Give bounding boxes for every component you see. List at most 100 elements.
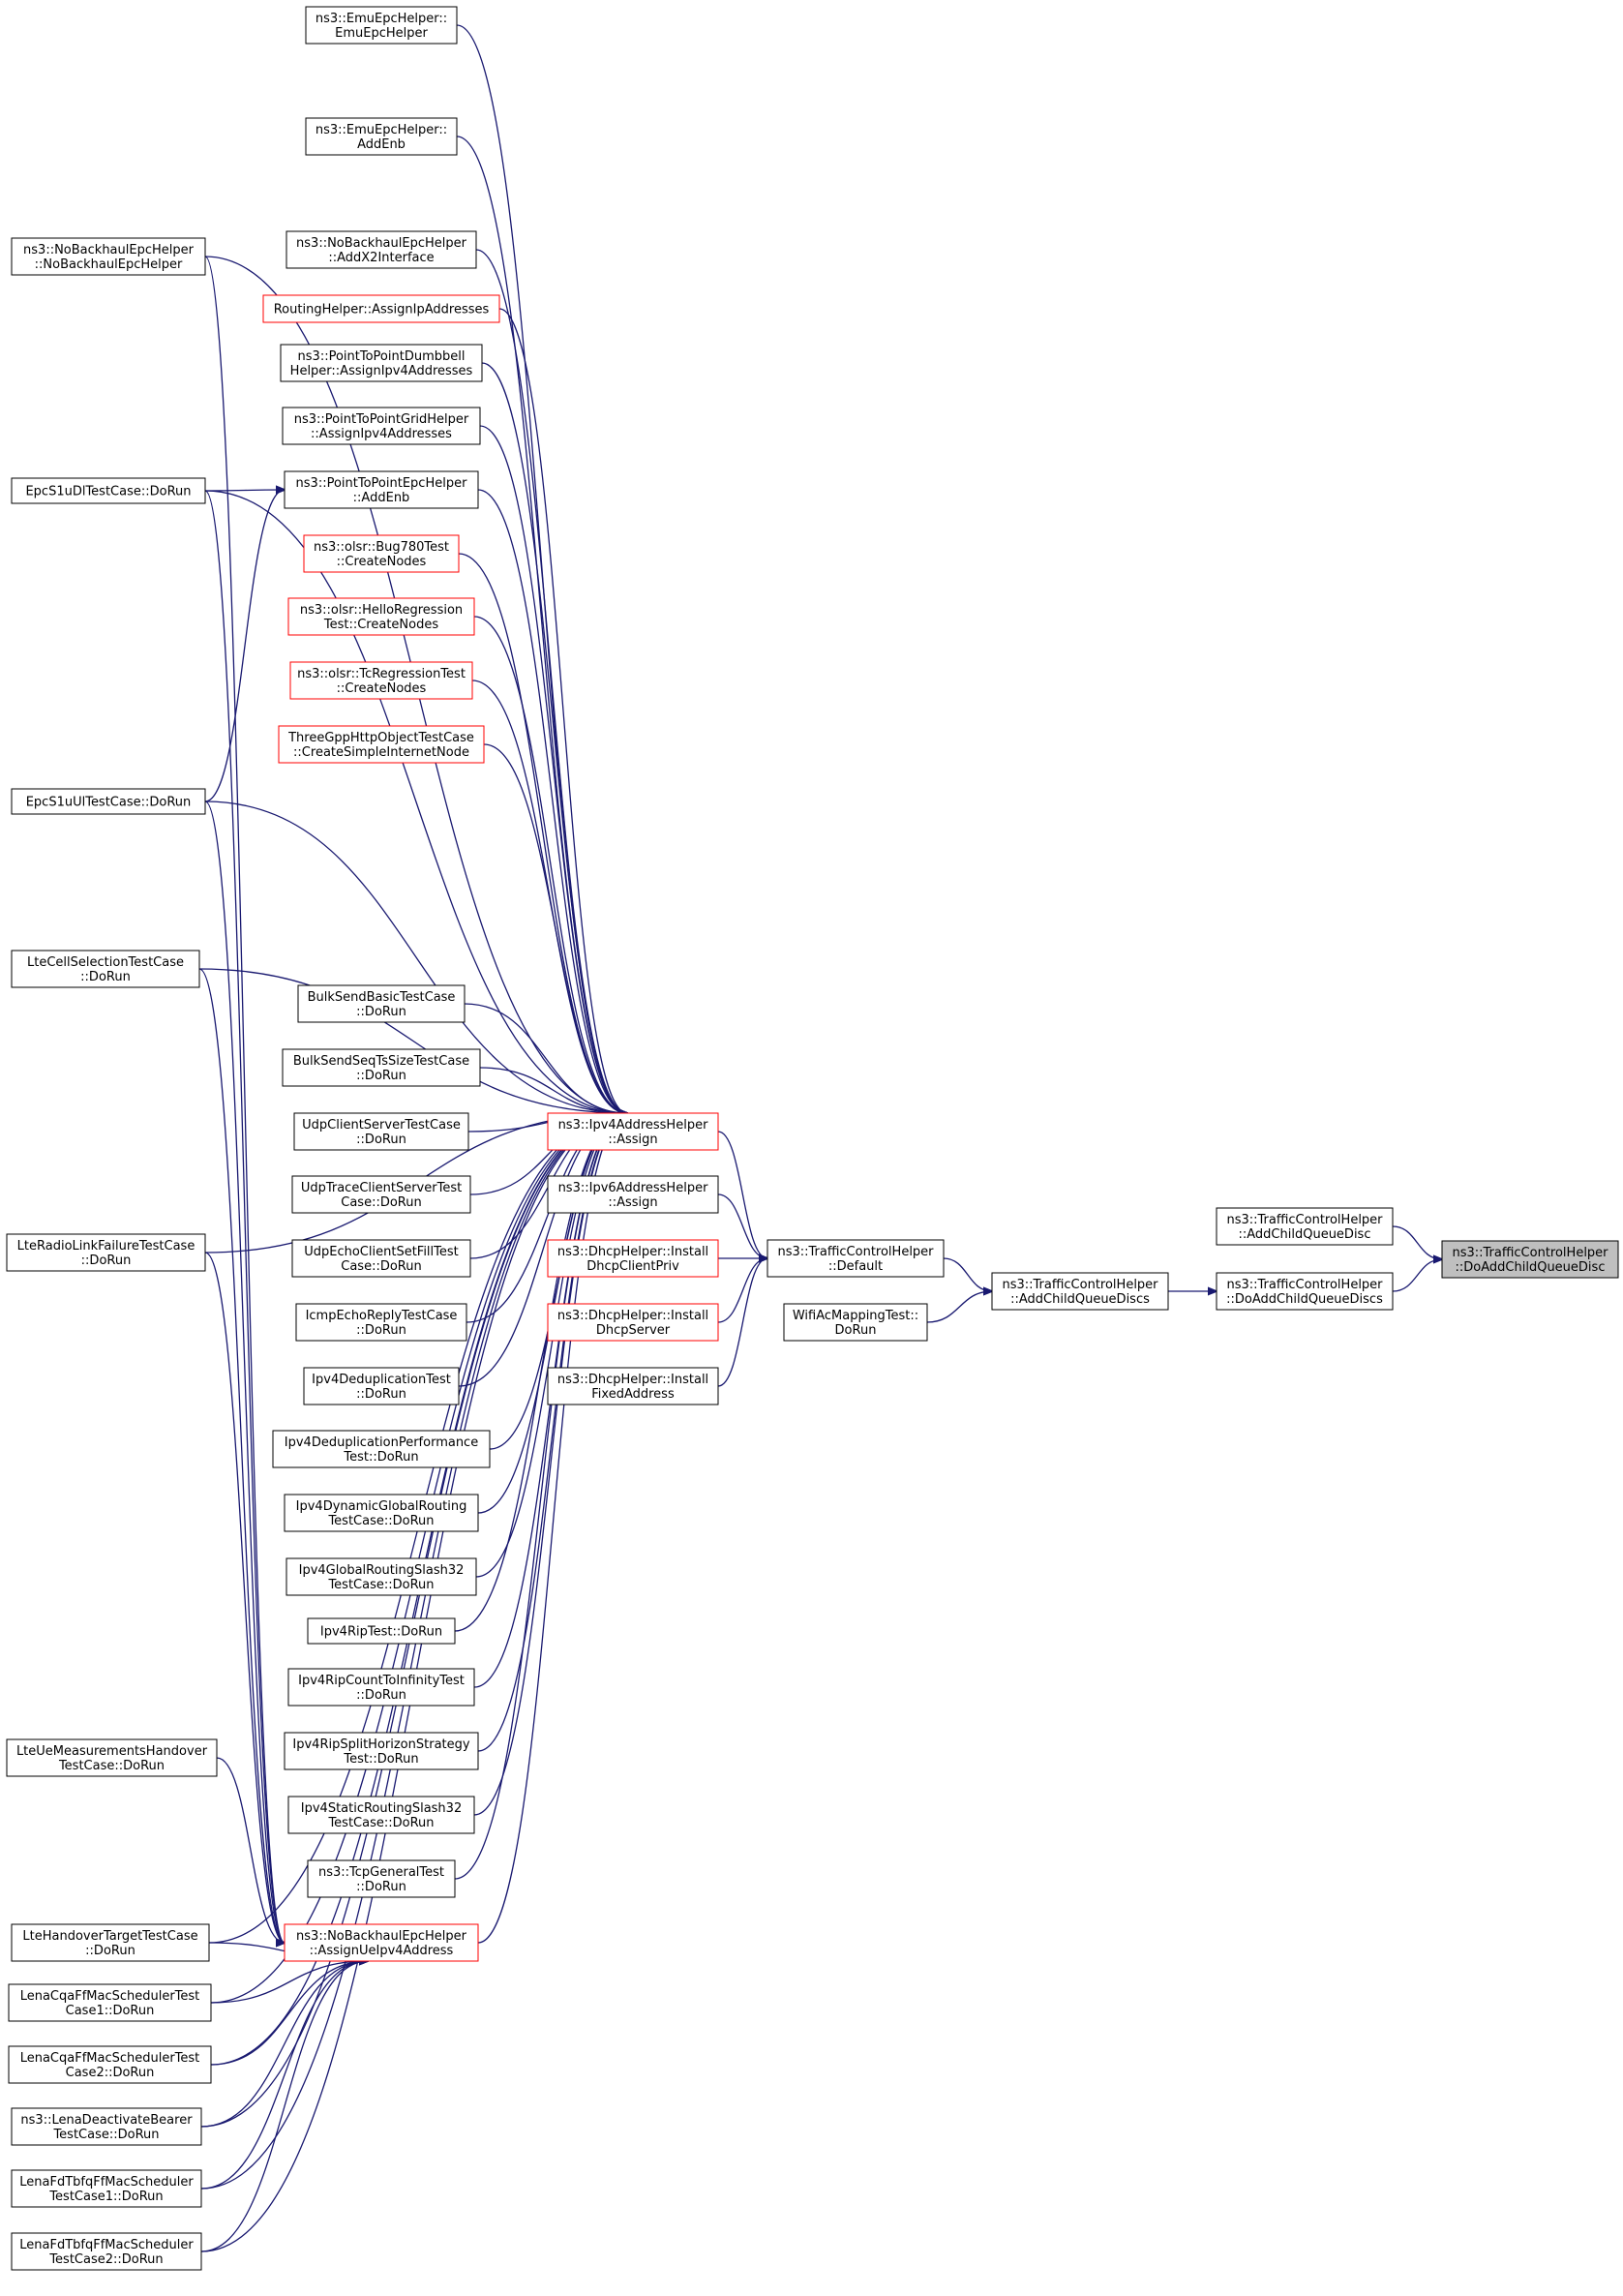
node-ipv4-assign[interactable]: ns3::Ipv4AddressHelper::Assign xyxy=(547,1112,719,1151)
node-ipv4-rip-count[interactable]: Ipv4RipCountToInfinityTest::DoRun xyxy=(287,1668,475,1707)
node-box xyxy=(766,1239,945,1278)
node-label-line: ns3::TrafficControlHelper xyxy=(1226,1278,1383,1292)
node-label-line: ::Assign xyxy=(608,1195,657,1210)
node-box xyxy=(11,2169,202,2208)
node-emu-ctor[interactable]: ns3::EmuEpcHelper::EmuEpcHelper xyxy=(305,6,458,45)
node-tc-reg[interactable]: ns3::olsr::TcRegressionTest::CreateNodes xyxy=(289,661,473,700)
node-lte-rlf[interactable]: LteRadioLinkFailureTestCase::DoRun xyxy=(6,1233,206,1272)
node-label-line: UdpClientServerTestCase xyxy=(302,1118,461,1133)
node-label-line: ns3::TcpGeneralTest xyxy=(318,1865,444,1880)
call-edge xyxy=(1392,1225,1442,1259)
node-add-child-queue-discs[interactable]: ns3::TrafficControlHelper::AddChildQueue… xyxy=(991,1272,1169,1311)
node-box xyxy=(783,1303,928,1342)
node-p2p-grid[interactable]: ns3::PointToPointGridHelper::AssignIpv4A… xyxy=(282,407,481,445)
node-lte-cell-sel[interactable]: LteCellSelectionTestCase::DoRun xyxy=(11,950,200,988)
node-emu-add-enb[interactable]: ns3::EmuEpcHelper::AddEnb xyxy=(305,117,458,156)
node-label-line: LenaCqaFfMacSchedulerTest xyxy=(20,1989,200,2004)
node-label-line: Ipv4DynamicGlobalRouting xyxy=(296,1499,467,1514)
node-box xyxy=(305,6,458,45)
node-tcp-general[interactable]: ns3::TcpGeneralTest::DoRun xyxy=(307,1859,456,1898)
node-label-line: BulkSendSeqTsSizeTestCase xyxy=(293,1054,469,1069)
node-box xyxy=(286,230,477,269)
node-box xyxy=(11,477,206,504)
node-focus: ns3::TrafficControlHelper::DoAddChildQue… xyxy=(1441,1240,1619,1279)
call-edge xyxy=(198,968,285,1943)
node-box xyxy=(278,725,485,764)
node-box xyxy=(11,237,206,276)
node-udp-c-s[interactable]: UdpClientServerTestCase::DoRun xyxy=(293,1112,469,1151)
node-label-line: Test::DoRun xyxy=(343,1752,418,1767)
node-do-add-child-queue-discs[interactable]: ns3::TrafficControlHelper::DoAddChildQue… xyxy=(1216,1272,1394,1311)
node-ipv4-dedup[interactable]: Ipv4DeduplicationTest::DoRun xyxy=(303,1367,460,1405)
call-edge xyxy=(475,249,627,1113)
node-wifi-ac-mapping[interactable]: WifiAcMappingTest::DoRun xyxy=(783,1303,928,1342)
node-icmp-echo[interactable]: IcmpEchoReplyTestCase::DoRun xyxy=(295,1303,467,1342)
call-edge xyxy=(204,801,285,1943)
node-routing-assign[interactable]: RoutingHelper::AssignIpAddresses xyxy=(262,294,500,323)
node-box xyxy=(287,1668,475,1707)
node-label-line: ::NoBackhaulEpcHelper xyxy=(35,257,183,272)
call-edge xyxy=(717,1258,767,1387)
node-bug780[interactable]: ns3::olsr::Bug780Test::CreateNodes xyxy=(303,534,460,573)
node-box xyxy=(1216,1272,1394,1311)
node-label-line: ::DoRun xyxy=(356,1688,406,1703)
node-box xyxy=(297,984,466,1023)
call-edge xyxy=(204,1252,285,1943)
node-box xyxy=(293,1112,469,1151)
node-label-line: ns3::DhcpHelper::Install xyxy=(557,1373,708,1387)
node-label-line: ns3::TrafficControlHelper xyxy=(1226,1213,1383,1227)
node-bulk-seq[interactable]: BulkSendSeqTsSizeTestCase::DoRun xyxy=(282,1048,481,1087)
node-box xyxy=(991,1272,1169,1311)
node-label-line: TestCase::DoRun xyxy=(327,1578,434,1592)
node-label-line: Helper::AssignIpv4Addresses xyxy=(290,364,473,378)
node-box xyxy=(305,117,458,156)
call-edge xyxy=(204,490,627,1113)
node-box xyxy=(547,1112,719,1151)
node-ipv6-assign[interactable]: ns3::Ipv6AddressHelper::Assign xyxy=(547,1175,719,1214)
node-nb-add-x2[interactable]: ns3::NoBackhaulEpcHelper::AddX2Interface xyxy=(286,230,477,269)
node-bulk-basic[interactable]: BulkSendBasicTestCase::DoRun xyxy=(297,984,466,1023)
node-p2p-epc-add-enb[interactable]: ns3::PointToPointEpcHelper::AddEnb xyxy=(284,470,479,509)
call-edge xyxy=(204,490,285,802)
node-label-line: LteHandoverTargetTestCase xyxy=(22,1929,197,1944)
node-label-line: UdpEchoClientSetFillTest xyxy=(304,1245,459,1259)
node-label-line: Case::DoRun xyxy=(341,1259,421,1274)
node-box xyxy=(547,1239,719,1278)
node-box xyxy=(295,1303,467,1342)
node-label-line: Test::DoRun xyxy=(343,1450,418,1465)
node-label-line: TestCase::DoRun xyxy=(58,1759,165,1773)
node-label-line: EpcS1uUlTestCase::DoRun xyxy=(26,796,192,810)
node-label-line: ns3::EmuEpcHelper:: xyxy=(316,123,447,137)
node-box xyxy=(282,1048,481,1087)
node-lte-ho-target[interactable]: LteHandoverTargetTestCase::DoRun xyxy=(11,1923,210,1962)
node-p2p-dumbbell[interactable]: ns3::PointToPointDumbbellHelper::AssignI… xyxy=(280,344,483,382)
node-label-line: ::DoRun xyxy=(80,970,131,984)
node-ipv4-rip[interactable]: Ipv4RipTest::DoRun xyxy=(307,1617,456,1645)
node-epc-dl[interactable]: EpcS1uDlTestCase::DoRun xyxy=(11,477,206,504)
node-nb-ctor[interactable]: ns3::NoBackhaulEpcHelper::NoBackhaulEpcH… xyxy=(11,237,206,276)
node-epc-ul[interactable]: EpcS1uUlTestCase::DoRun xyxy=(11,788,206,815)
node-label-line: ns3::TrafficControlHelper xyxy=(1002,1278,1158,1292)
node-nb-assign-ue[interactable]: ns3::NoBackhaulEpcHelper::AssignUeIpv4Ad… xyxy=(284,1923,479,1962)
node-add-child-queue-disc[interactable]: ns3::TrafficControlHelper::AddChildQueue… xyxy=(1216,1207,1394,1246)
node-tch-default[interactable]: ns3::TrafficControlHelper::Default xyxy=(766,1239,945,1278)
node-label-line: Ipv4StaticRoutingSlash32 xyxy=(301,1801,462,1816)
node-hello-reg[interactable]: ns3::olsr::HelloRegressionTest::CreateNo… xyxy=(287,597,475,636)
node-three-gpp[interactable]: ThreeGppHttpObjectTestCase::CreateSimple… xyxy=(278,725,485,764)
